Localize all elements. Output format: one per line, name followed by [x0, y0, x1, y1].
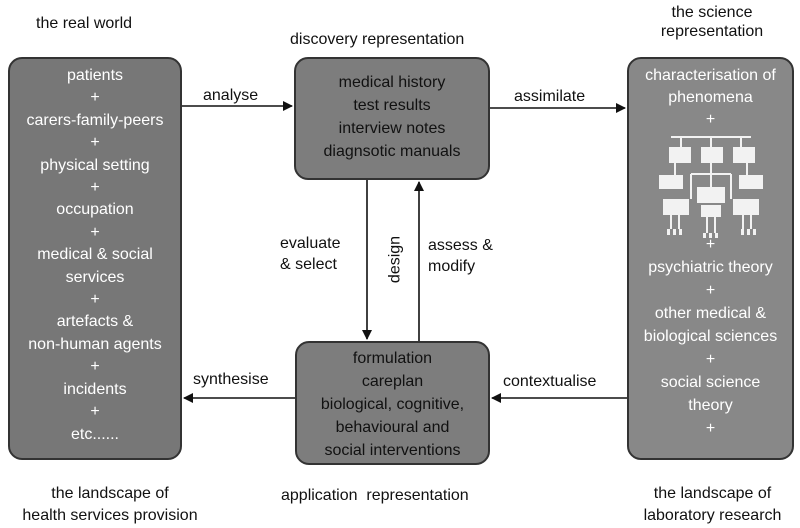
real-world-item: +	[90, 179, 100, 197]
science-line: phenomena	[668, 89, 753, 106]
label-evaluate-select: evaluate & select	[280, 233, 341, 275]
label-assess-modify: assess & modify	[428, 235, 493, 277]
real-world-item: +	[90, 89, 100, 107]
real-world-item: patients	[66, 67, 124, 84]
science-line: characterisation of	[645, 67, 776, 84]
discovery-line: diagnsotic manuals	[323, 143, 461, 160]
label-lab-line1: the landscape of	[653, 485, 772, 502]
science-line: psychiatric theory	[648, 259, 773, 276]
real-world-item: occupation	[56, 201, 134, 219]
real-world-box: patients + carers-family-peers + physical se…	[8, 57, 182, 460]
label-contextualise: contextualise	[503, 373, 597, 390]
application-line: social interventions	[324, 442, 461, 459]
science-line: +	[705, 236, 716, 253]
circuit-board-icon	[659, 136, 763, 238]
real-world-item: carers-family-peers	[26, 111, 164, 129]
science-box: characterisation of phenomena +	[627, 57, 794, 460]
real-world-item: etc......	[70, 425, 119, 443]
real-world-item: incidents	[63, 380, 127, 398]
label-analyse: analyse	[203, 87, 259, 104]
label-assimilate: assimilate	[514, 88, 586, 105]
application-items: formulation careplan biological, cognitive…	[297, 347, 488, 462]
real-world-item: medical & social	[37, 246, 153, 264]
real-world-item: services	[65, 268, 125, 286]
label-discovery-representation: discovery representation	[290, 31, 465, 48]
application-line: behavioural and	[335, 419, 450, 436]
label-laboratory-research: the landscape of laboratory research	[630, 483, 795, 527]
label-health-line2: health services provision	[22, 507, 198, 524]
label-assess-line1: assess &	[428, 237, 493, 254]
label-health-line1: the landscape of	[51, 485, 169, 502]
discovery-items: medical history test results interview not…	[296, 71, 488, 163]
application-box: formulation careplan biological, cognitive…	[295, 341, 490, 465]
label-science-representation: the science representation	[643, 3, 781, 41]
real-world-item: +	[90, 291, 100, 309]
application-line: careplan	[361, 373, 424, 390]
real-world-item: artefacts &	[56, 313, 134, 331]
label-science-line2: representation	[660, 23, 764, 40]
real-world-items: patients + carers-family-peers + physical se…	[10, 65, 180, 446]
science-line: +	[705, 351, 716, 368]
science-line: theory	[688, 397, 733, 414]
science-line: +	[705, 420, 716, 437]
science-items-bottom: + psychiatric theory + other medical & biolo…	[629, 233, 792, 440]
discovery-box: medical history test results interview not…	[294, 57, 490, 180]
discovery-line: interview notes	[338, 120, 446, 137]
real-world-item: +	[90, 134, 100, 152]
label-evaluate-line1: evaluate	[280, 235, 341, 252]
label-design: design	[386, 235, 404, 284]
label-lab-line2: laboratory research	[643, 507, 782, 524]
science-line: social science	[660, 374, 761, 391]
real-world-item: +	[90, 223, 100, 241]
label-application-representation: application representation	[281, 487, 469, 504]
real-world-item: non-human agents	[28, 335, 162, 353]
science-line: +	[705, 111, 716, 128]
real-world-item: physical setting	[40, 156, 150, 174]
discovery-line: medical history	[338, 74, 446, 91]
discovery-line: test results	[353, 97, 431, 114]
science-items-top: characterisation of phenomena +	[629, 65, 792, 131]
label-evaluate-line2: & select	[280, 256, 337, 273]
real-world-item: +	[90, 403, 100, 421]
science-line: +	[705, 282, 716, 299]
label-real-world: the real world	[36, 15, 133, 32]
label-assess-line2: modify	[428, 258, 476, 275]
application-line: formulation	[352, 350, 433, 367]
label-science-line1: the science	[671, 4, 753, 21]
label-health-services: the landscape of health services provisi…	[0, 483, 220, 527]
application-line: biological, cognitive,	[320, 396, 465, 413]
science-line: other medical &	[654, 305, 767, 322]
label-synthesise: synthesise	[193, 371, 269, 388]
real-world-item: +	[90, 358, 100, 376]
science-line: biological sciences	[643, 328, 778, 345]
